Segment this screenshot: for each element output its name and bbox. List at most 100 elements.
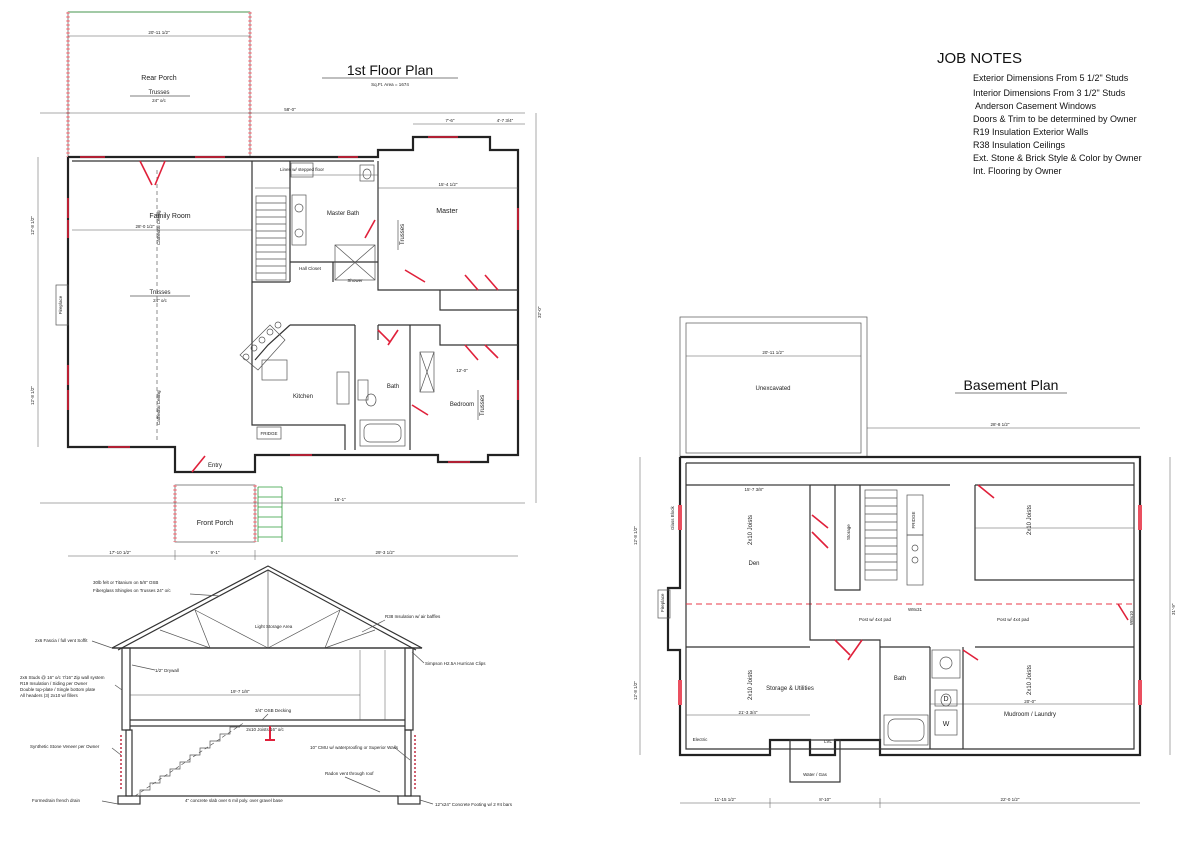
job-note-6: R38 Insulation Ceilings (973, 140, 1066, 150)
rear-porch-label: Rear Porch (141, 75, 177, 82)
unexcavated-label: Unexcavated (755, 386, 790, 392)
fireplace-1st-label: Fireplace (58, 295, 63, 314)
basement-right-total-dim: 31'-9" (1171, 603, 1176, 615)
storage-utilities-label: Storage & Utilities (766, 686, 814, 692)
den-width-dim: 15'-7 3/8" (745, 487, 764, 492)
first-right-total-dim: 32'-0" (537, 306, 542, 318)
front-porch-dim: 16'-1" (334, 497, 346, 502)
den-joists: 2x10 Joists (748, 515, 754, 545)
shower-label: Shower (347, 278, 363, 283)
job-note-5: R19 Insulation Exterior Walls (973, 127, 1089, 137)
first-floor-interior-walls (251, 161, 518, 450)
section-callout-drywall: 1/2" Drywall (155, 668, 179, 673)
master-width-dim: 15'-4 1/2" (439, 182, 458, 187)
first-floor-exterior-wall (66, 135, 520, 474)
mudroom-joists: 2x10 Joists (1027, 665, 1033, 695)
dryer-label: D (943, 696, 948, 703)
master-trusses: Trusses (400, 224, 406, 245)
first-floor-plan: 1st Floor Plan Sq.Ft. Area = 1674 20'-11… (30, 11, 542, 560)
section-callout-r19: R19 Insulation / Siding per Owner (20, 681, 88, 686)
job-note-7: Ext. Stone & Brick Style & Color by Owne… (973, 153, 1142, 163)
fridge-1st: FRIDGE (260, 431, 277, 436)
beam-label: W8x31 (908, 607, 923, 612)
kitchen: FRIDGE Kitchen (239, 321, 350, 440)
section-callout-studs: 2x6 Studs @ 16" o/c 7/16" Zip wall syste… (20, 675, 105, 680)
first-bottom-right-dim: 29'-3 1/2" (376, 550, 395, 555)
fireplace-1st (55, 284, 69, 326)
section-callout-stone: Synthetic Stone Veneer per Owner (30, 744, 100, 749)
cathedral-ceiling-1: Cathedral Ceiling (156, 210, 161, 245)
section-callout-storage: Light Storage Area (255, 624, 293, 629)
first-floor-windows (67, 136, 519, 463)
first-floor-title: 1st Floor Plan (347, 62, 433, 78)
bedroom-dim: 12'-0" (456, 368, 468, 373)
bath-1st-label: Bath (387, 384, 399, 390)
section-callout-headers: All headers (3) 2x10 w/ fillers (20, 693, 79, 698)
section-callout-drain: Formedrain french drain (32, 798, 81, 803)
section-callout-slab: 4" concrete slab over 6 mil poly. over g… (185, 798, 283, 803)
basement-plan: Basement Plan 20'-11 1/2" Unexcavated 28… (633, 316, 1176, 808)
master-bump-dim: 7'-6" (446, 118, 455, 123)
first-left-top-dim: 12'-8 1/2" (30, 216, 35, 235)
section-width-dim: 19'-7 1/8" (231, 689, 250, 694)
mudroom-label: Mudroom / Laundry (1004, 712, 1056, 718)
first-left-bottom-dim: 12'-8 1/2" (30, 386, 35, 405)
rear-porch-trusses-oc: 24" o/c (152, 98, 167, 103)
basement-interior-walls (686, 484, 1134, 749)
master-bump-right-dim: 4'-7 3/4" (497, 118, 514, 123)
storage-width-dim: 21'-3 3/4" (739, 710, 758, 715)
entry-label: Entry (208, 463, 222, 469)
job-notes: JOB NOTES Exterior Dimensions From 5 1/2… (937, 50, 1142, 176)
bedroom-label: Bedroom (450, 402, 474, 408)
job-note-2: Interior Dimensions From 3 1/2" Studs (973, 88, 1126, 98)
section-callout-clips: Simpson H2.5A Hurrican Clips (425, 661, 486, 666)
unexcavated-width-dim: 20'-11 1/2" (762, 350, 784, 355)
job-note-1: Exterior Dimensions From 5 1/2" Studs (973, 73, 1129, 83)
section-callout-cmu: 10" CMU w/ waterproofing or Superior Wal… (310, 745, 399, 750)
storage-label: Storage (846, 524, 851, 540)
water-gas-label: Water / Gas (803, 772, 828, 777)
beam-right-label: W8x10 (1129, 610, 1134, 625)
cathedral-ceiling-2: Cathedral Ceiling (156, 390, 161, 425)
storage-joists: 2x10 Joists (748, 670, 754, 700)
section-callout-footing: 12"x24" Concrete Footing w/ 2 #4 bars (435, 802, 513, 807)
section-callout-radon: Radon vent through roof (325, 771, 374, 776)
wall-section: 19'-7 1/8" 30lb felt or Titanium on 5/8"… (20, 565, 513, 807)
first-bottom-left-dim: 17'-10 1/2" (109, 550, 131, 555)
section-callout-plates: Double top-plate / Single bottom plate (20, 687, 96, 692)
basement-left-bottom-dim: 12'-8 1/2" (633, 681, 638, 700)
roof-outline (111, 565, 423, 649)
bedroom-trusses: Trusses (480, 395, 486, 416)
family-width-dim: 28'-0 1/2" (136, 224, 155, 229)
section-callout-shingles: Fiberglass Shingles on Trusses 24" o/c (93, 588, 171, 593)
job-note-8: Int. Flooring by Owner (973, 166, 1062, 176)
master-bath-label: Master Bath (327, 211, 359, 217)
section-callout-joists: 2x10 Joists 16" o/c (246, 727, 284, 732)
hall-closet-label: Hall Closet (299, 266, 322, 271)
lvl-label: LVL (824, 739, 832, 744)
basement-bottom-mid-dim: 8'-10" (819, 797, 831, 802)
master-label: Master (436, 208, 458, 215)
job-note-4: Doors & Trim to be determined by Owner (973, 114, 1137, 124)
bath-basement-label: Bath (894, 676, 906, 682)
fridge-basement: FRIDGE (911, 511, 916, 528)
job-notes-title: JOB NOTES (937, 50, 1022, 67)
section-callout-decking: 3/4" OSB Decking (255, 708, 292, 713)
fireplace-basement: Fireplace (660, 593, 665, 612)
front-porch-outline (174, 484, 256, 543)
glass-blocks: Glass Block (670, 505, 1142, 705)
section-callout-felt: 30lb felt or Titanium on 5/8" OSB (93, 580, 158, 585)
kitchen-label: Kitchen (293, 394, 313, 400)
porch-width-dim: 20'-11 1/2" (148, 30, 170, 35)
basement-stairs (864, 489, 898, 581)
job-note-3: Anderson Casement Windows (975, 101, 1097, 111)
post-right-label: Post w/ 4x4 pad (997, 617, 1030, 622)
washer-label: W (943, 721, 950, 728)
section-callout-r38: R38 Insulation w/ air baffles (385, 614, 441, 619)
basement-left-top-dim: 12'-8 1/2" (633, 526, 638, 545)
front-porch-label: Front Porch (197, 520, 234, 527)
electric-label: Electric (693, 737, 709, 742)
first-floor-area: Sq.Ft. Area = 1674 (371, 82, 409, 87)
basement-bottom-right-dim: 22'-0 1/2" (1001, 797, 1020, 802)
